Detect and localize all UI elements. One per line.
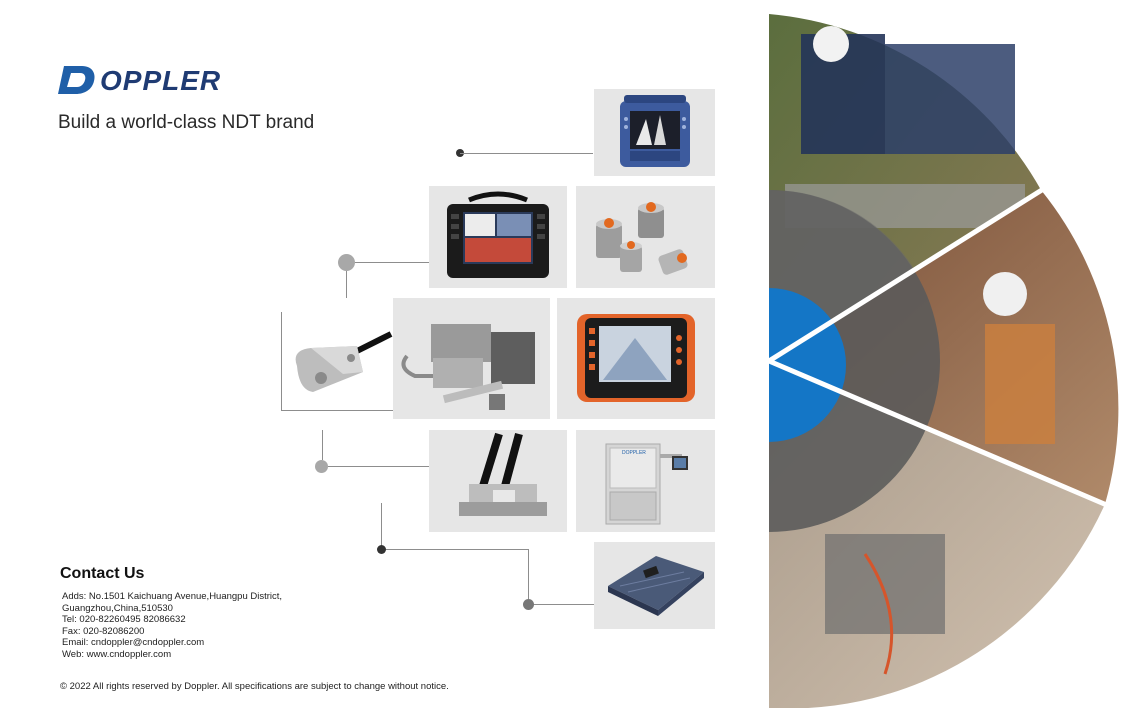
connector-line — [328, 466, 429, 467]
connector-line — [322, 430, 323, 460]
copyright-notice: © 2022 All rights reserved by Doppler. A… — [60, 681, 449, 692]
contact-address-line-1: Adds: No.1501 Kaichuang Avenue,Huangpu D… — [62, 591, 283, 602]
connector-line — [346, 271, 347, 298]
connector-dot — [338, 254, 355, 271]
connector-dot — [523, 599, 534, 610]
product-tile-immersion-system: DOPPLER — [576, 430, 715, 532]
connector-line — [386, 549, 529, 550]
product-tile-portable-case — [594, 542, 715, 629]
application-photo-fan — [767, 14, 1119, 708]
connector-line — [534, 604, 594, 605]
connector-dot — [377, 545, 386, 554]
contact-title: Contact Us — [60, 565, 145, 582]
product-tile-flaw-detector-orange — [557, 298, 715, 419]
logo-wordmark: OPPLER — [100, 65, 222, 96]
contact-tel: Tel: 020-82260495 82086632 — [62, 614, 186, 626]
connector-line — [460, 153, 593, 154]
brand-logo: D OPPLER — [58, 64, 228, 100]
product-tile-wedge-probe — [283, 312, 393, 408]
contact-email[interactable]: Email: cndoppler@cndoppler.com — [62, 637, 205, 649]
logo-d-icon: D — [58, 66, 95, 94]
connector-line — [381, 503, 382, 546]
product-tile-transducers — [576, 186, 715, 288]
contact-address-line-2: Guangzhou,China,510530 — [62, 602, 173, 614]
product-tile-scanner-clamp — [393, 298, 550, 419]
product-tile-flaw-detector-black — [429, 186, 567, 288]
contact-details: Adds: No.1501 Kaichuang Avenue,Huangpu D… — [62, 591, 282, 661]
connector-line — [281, 312, 282, 411]
contact-web[interactable]: Web: www.cndoppler.com — [62, 648, 172, 660]
connector-line — [528, 549, 529, 599]
product-tile-pipe-scanner — [429, 430, 567, 532]
product-tile-phased-array-blue — [594, 89, 715, 176]
brand-tagline: Build a world-class NDT brand — [58, 112, 315, 133]
connector-dot — [315, 460, 328, 473]
svg-text:DOPPLER: DOPPLER — [622, 450, 646, 456]
connector-line — [281, 410, 393, 411]
contact-fax: Fax: 020-82086200 — [62, 625, 145, 637]
connector-line — [355, 262, 429, 263]
